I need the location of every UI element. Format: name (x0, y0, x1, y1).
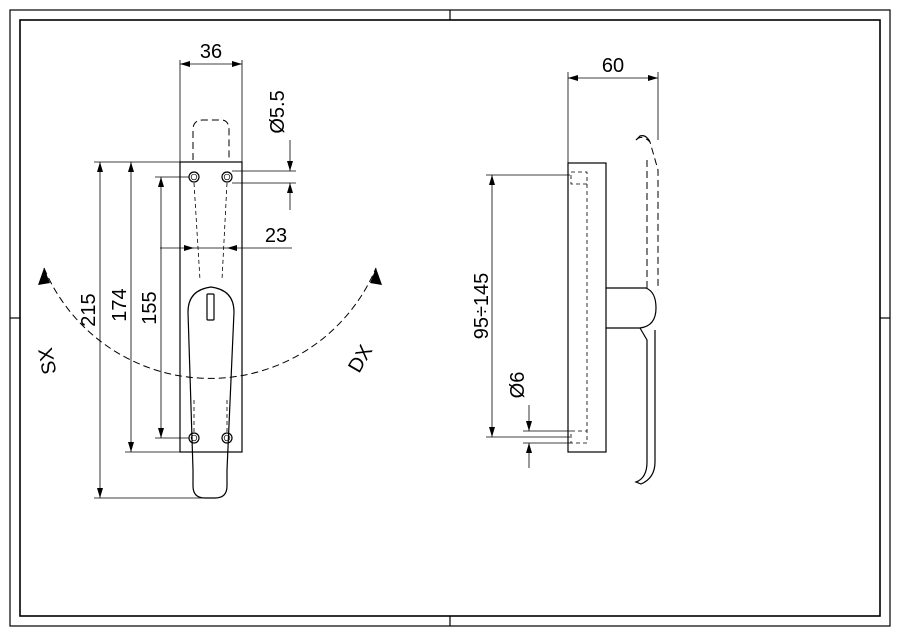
dim-projection-label: 60 (602, 55, 624, 77)
dim-plate-length: 174 (109, 162, 180, 453)
front-view: SX DX 36 Ø5.5 23 (35, 41, 382, 499)
rotation-label-left: SX (35, 346, 61, 376)
sheet-frame (9, 9, 891, 627)
dim-hole-diameter: Ø5.5 (232, 90, 296, 210)
key-slot (206, 293, 215, 321)
dim-width-label: 36 (200, 41, 222, 63)
rotation-arc (43, 267, 377, 379)
dim-offset-label: 23 (265, 225, 287, 247)
dim-hole-spacing-label: 155 (139, 291, 161, 324)
side-lever (634, 327, 656, 485)
dim-pin-diameter: Ø6 (507, 372, 571, 468)
dim-fixing-range-label: 95÷145 (471, 273, 493, 340)
side-backplate (567, 162, 607, 453)
dim-total-length: 215 (78, 161, 205, 499)
dim-width: 36 (179, 41, 243, 162)
side-view: 60 95÷145 Ø6 (471, 55, 659, 485)
dim-hole-diameter-label: Ø5.5 (267, 90, 289, 133)
lever-handle (187, 286, 235, 499)
dim-plate-length-label: 174 (109, 288, 131, 321)
dim-total-length-label: 215 (78, 293, 100, 326)
dim-pin-diameter-label: Ø6 (507, 372, 529, 399)
dim-offset: 23 (160, 225, 292, 251)
backplate (179, 161, 243, 453)
dim-fixing-range: 95÷145 (471, 174, 570, 438)
handle-top-hidden (192, 119, 230, 160)
dim-hole-spacing: 155 (139, 176, 189, 439)
hidden-pin-bottom (570, 430, 588, 444)
dim-projection: 60 (567, 55, 659, 163)
side-hub (606, 287, 657, 329)
rotation-label-right: DX (344, 341, 377, 376)
fixing-holes (188, 171, 233, 444)
hidden-pin-top (570, 171, 588, 185)
